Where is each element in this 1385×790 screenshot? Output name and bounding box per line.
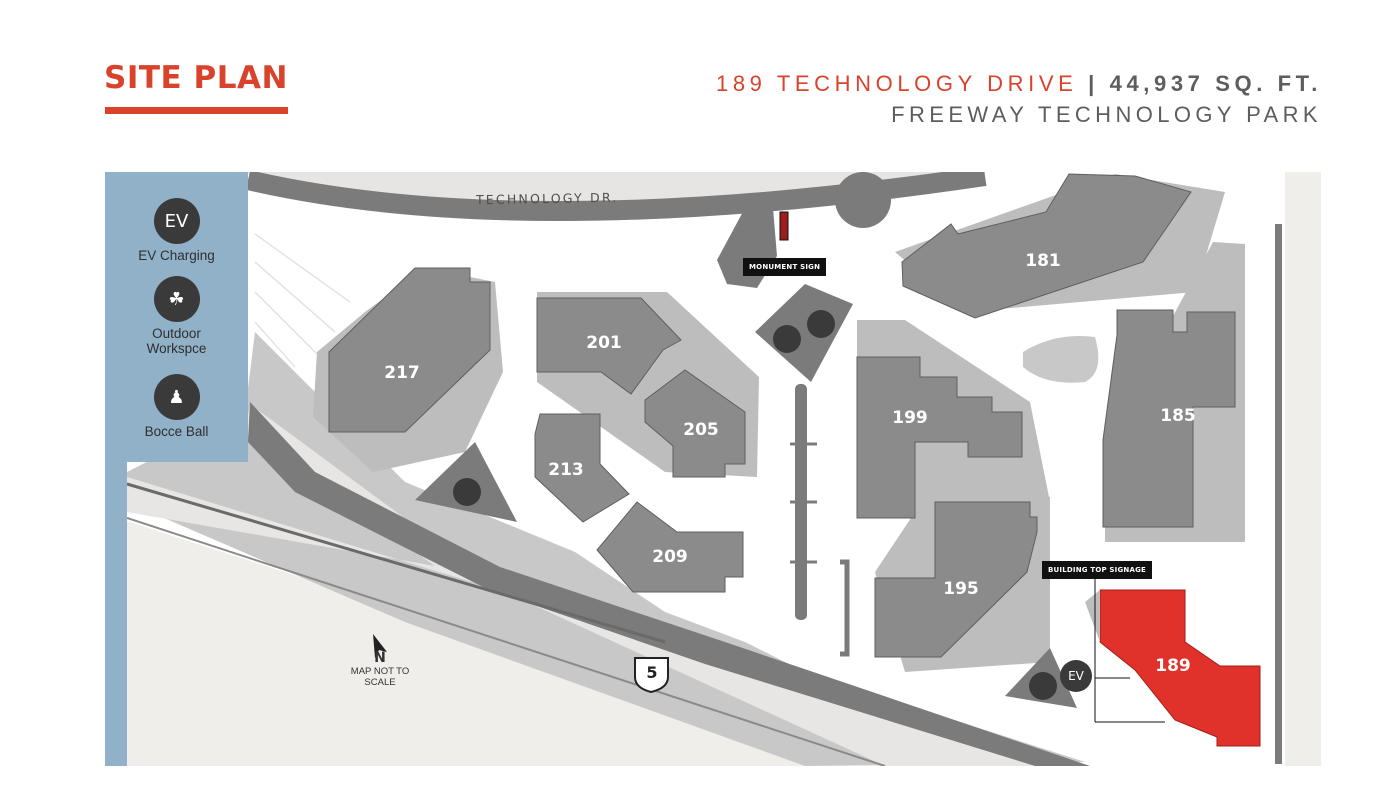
east-road xyxy=(1275,224,1282,764)
building-label: 209 xyxy=(652,547,688,567)
outdoor-workspace-legend-icon: ☘ xyxy=(153,276,200,322)
bike-rack xyxy=(840,559,850,657)
monument-sign-marker xyxy=(779,211,789,241)
roundabout xyxy=(835,172,891,228)
freeway-shoulder xyxy=(127,404,1065,766)
building-label: 205 xyxy=(683,420,719,440)
building-189-highlight[interactable] xyxy=(1099,589,1261,747)
north-letter: N xyxy=(374,650,386,666)
building-label: 199 xyxy=(892,408,928,428)
page-title: SITE PLAN xyxy=(104,60,288,96)
outdoor-workspace-icon xyxy=(453,325,1057,700)
north-indicator: N MAP NOT TO SCALE xyxy=(334,634,426,688)
park-name: FREEWAY TECHNOLOGY PARK xyxy=(891,102,1322,127)
legend-ev-label: EV Charging xyxy=(138,248,215,263)
building-label: 213 xyxy=(548,460,584,480)
building-189-label[interactable]: 189 xyxy=(1155,656,1191,676)
road-label: TECHNOLOGY DR. xyxy=(475,189,619,208)
building-label: 201 xyxy=(586,333,622,353)
property-address: 189 TECHNOLOGY DRIVE xyxy=(716,71,1078,96)
legend-outdoor-label: Outdoor Workspce xyxy=(146,326,207,356)
frontage-road xyxy=(126,482,666,644)
central-plaza xyxy=(755,284,853,382)
building-label: 217 xyxy=(384,363,420,383)
legend-strip xyxy=(105,462,127,766)
heading-separator: | xyxy=(1088,71,1099,96)
signage-leader xyxy=(1094,572,1165,723)
east-land xyxy=(1285,172,1321,766)
legend-bocce: ♟ Bocce Ball xyxy=(105,374,248,439)
bocce-ball-legend-icon: ♟ xyxy=(153,374,200,420)
ev-charging-badge: EV xyxy=(1060,660,1092,692)
buildings xyxy=(328,173,1236,658)
legend-bocce-label: Bocce Ball xyxy=(144,424,209,439)
legend-panel: EV EV Charging ☘ Outdoor Workspce ♟ Bocc… xyxy=(105,172,248,462)
site-map xyxy=(105,172,1321,766)
building-label: 181 xyxy=(1025,251,1061,271)
site-map-drawing xyxy=(105,172,1321,766)
ev-icon: EV xyxy=(153,198,200,244)
bocce-ball-icon xyxy=(807,310,835,338)
scale-note: MAP NOT TO SCALE xyxy=(350,666,410,688)
parking-lot-west xyxy=(127,332,1085,766)
property-heading: 189 TECHNOLOGY DRIVE | 44,937 SQ. FT. xyxy=(716,71,1322,97)
legend-outdoor-workspace: ☘ Outdoor Workspce xyxy=(105,276,248,356)
property-size: 44,937 SQ. FT. xyxy=(1109,71,1322,96)
north-arrow-icon xyxy=(373,634,387,658)
courtyard xyxy=(1023,336,1099,383)
legend-ev: EV EV Charging xyxy=(105,198,248,263)
interstate-number: 5 xyxy=(646,663,658,682)
freeway-edge xyxy=(126,517,886,766)
parking-stripes xyxy=(254,233,351,368)
interstate-shield-icon xyxy=(634,657,669,694)
building-189-shadow xyxy=(1085,590,1100,642)
title-underline xyxy=(105,107,288,114)
building-label: 195 xyxy=(943,579,979,599)
monument-sign-callout: MONUMENT SIGN xyxy=(743,258,827,276)
building-label: 185 xyxy=(1160,406,1196,426)
building-top-signage-callout: BUILDING TOP SIGNAGE xyxy=(1042,561,1153,579)
walkway-ticks xyxy=(790,442,817,564)
